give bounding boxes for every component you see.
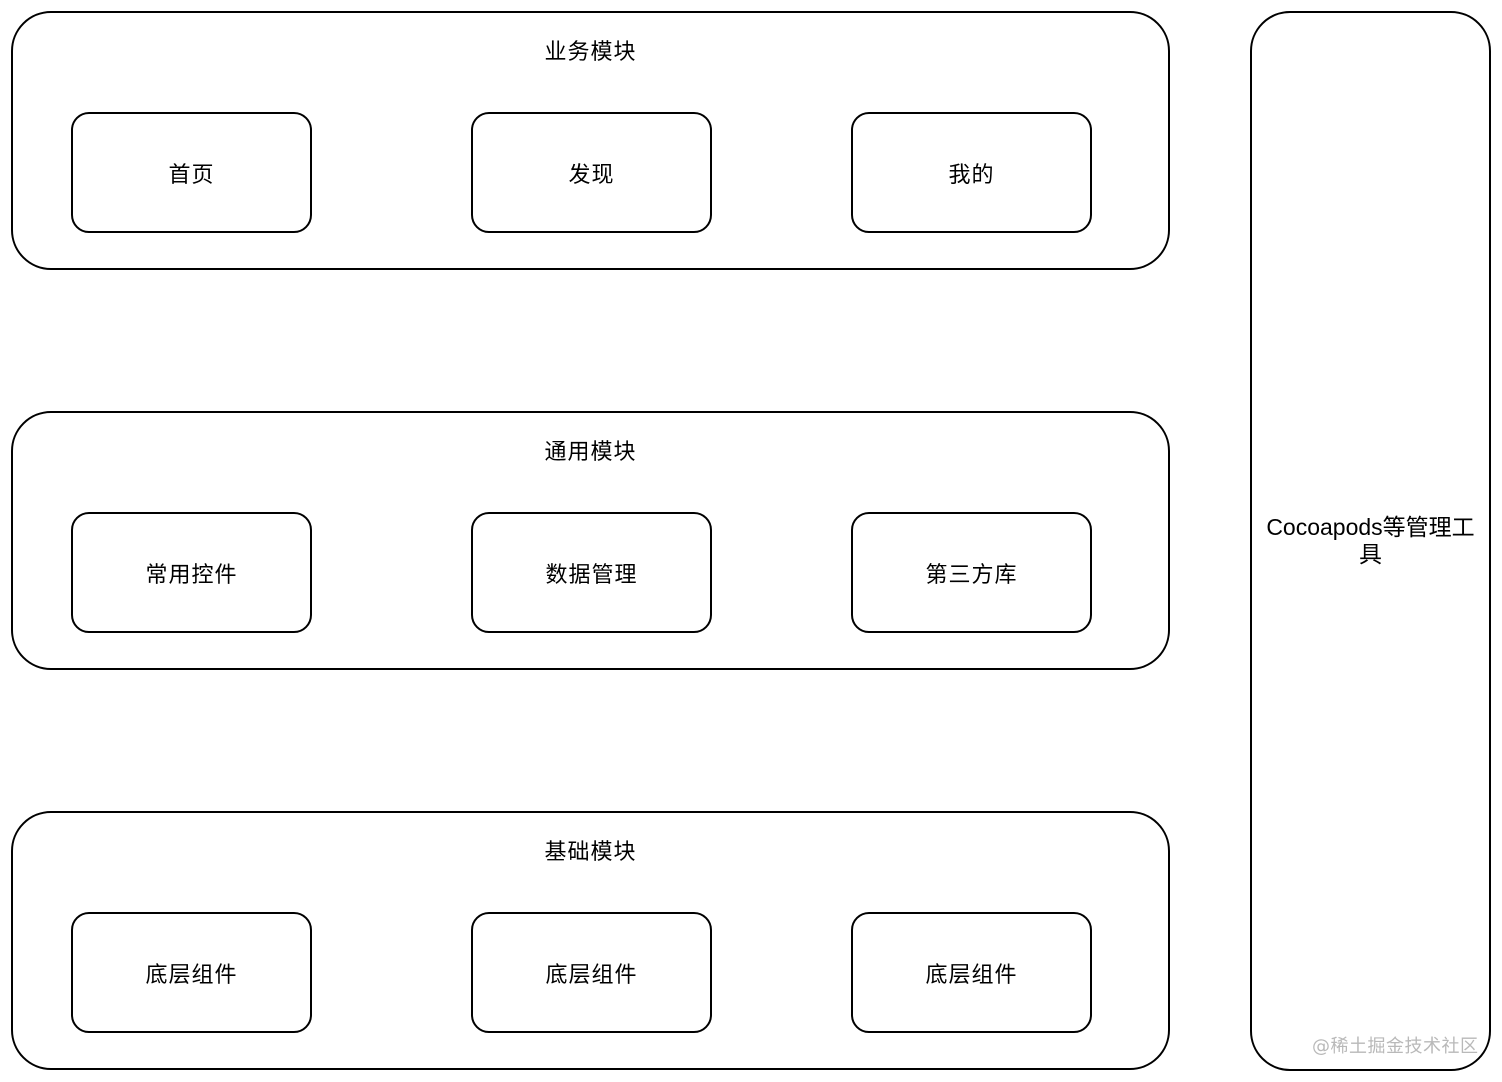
- layer-foundation: 基础模块 底层组件 底层组件 底层组件: [11, 811, 1170, 1070]
- module-box: 我的: [851, 112, 1092, 233]
- module-box: 第三方库: [851, 512, 1092, 633]
- layer-title: 业务模块: [544, 40, 637, 65]
- management-tool-label: Cocoapods等管理工具: [1266, 514, 1475, 567]
- module-box: 数据管理: [471, 512, 712, 633]
- management-tool-box: Cocoapods等管理工具: [1250, 11, 1491, 1071]
- module-box: 底层组件: [471, 912, 712, 1033]
- layer-business: 业务模块 首页 发现 我的: [11, 11, 1170, 270]
- module-box: 首页: [71, 112, 312, 233]
- layer-title: 通用模块: [544, 440, 637, 465]
- module-box: 发现: [471, 112, 712, 233]
- watermark: @稀土掘金技术社区: [1312, 1036, 1479, 1057]
- layer-common: 通用模块 常用控件 数据管理 第三方库: [11, 411, 1170, 670]
- layer-title: 基础模块: [544, 840, 637, 865]
- module-box: 常用控件: [71, 512, 312, 633]
- module-box: 底层组件: [851, 912, 1092, 1033]
- module-box: 底层组件: [71, 912, 312, 1033]
